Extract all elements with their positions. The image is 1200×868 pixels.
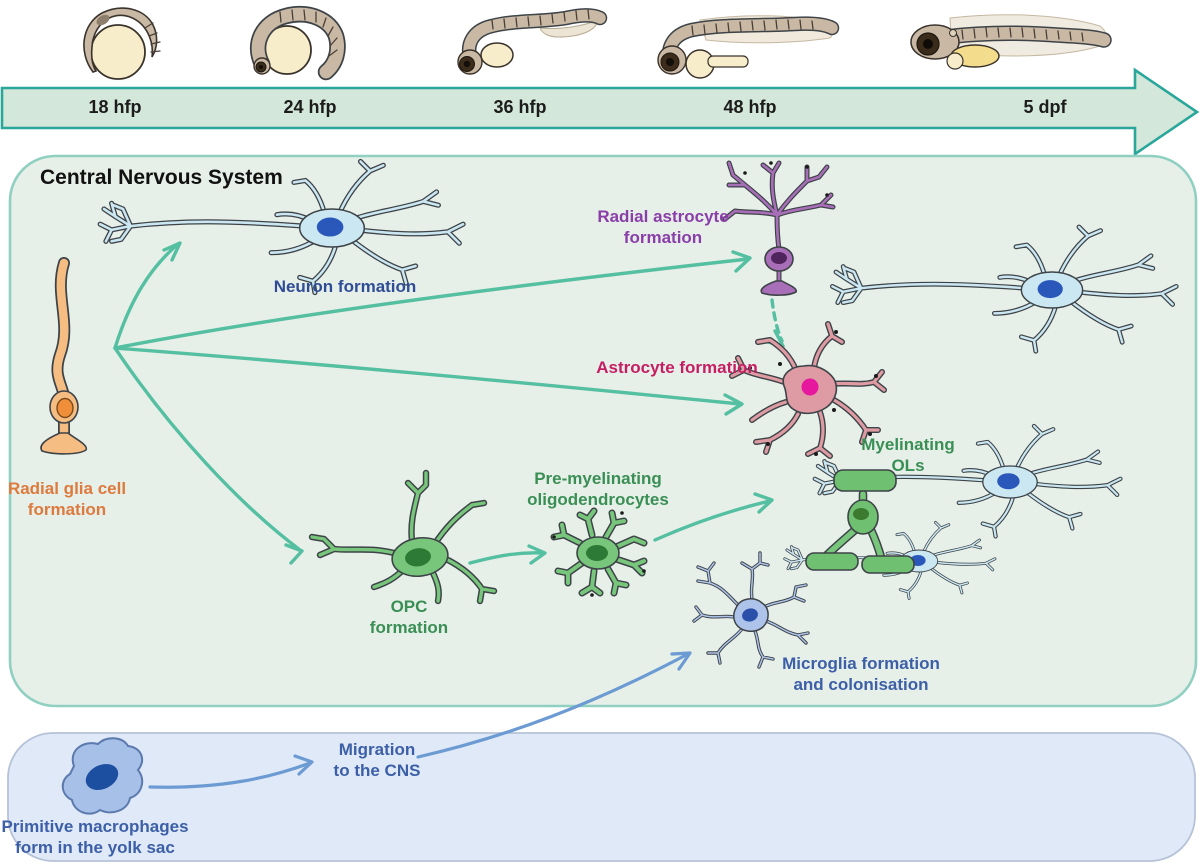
myelinating-oligodendrocyte-illustration — [805, 469, 915, 574]
arrow-migration-to-cns — [416, 653, 688, 759]
migration-label: Migration to the CNS — [333, 740, 421, 781]
radial-glia-cell-illustration — [40, 263, 88, 455]
larva-5dpf-illustration — [910, 14, 1112, 70]
opc-illustration — [312, 473, 494, 601]
arrow-to-astrocyte — [113, 346, 742, 406]
timeline-arrow-banner — [0, 67, 1200, 157]
radial-glia-formation-label: Radial glia cell formation — [7, 479, 127, 520]
arrow-to-opc — [113, 346, 302, 552]
timeline-stage-36hfp: 36 hfp — [493, 97, 547, 117]
microglia-illustration — [692, 551, 810, 669]
timeline-stage-5dpf: 5 dpf — [1023, 97, 1067, 117]
macrophage-illustration — [61, 737, 144, 815]
neuron-formation-label: Neuron formation — [273, 277, 417, 296]
arrow-macrophage-to-migration — [148, 761, 312, 789]
timeline-stage-24hfp: 24 hfp — [283, 97, 337, 117]
cns-box-title: Central Nervous System — [40, 166, 283, 189]
embryo-48hfp-illustration — [657, 15, 840, 79]
microglia-formation-label: Microglia formation and colonisation — [782, 654, 940, 695]
timeline-stage-48hfp: 48 hfp — [723, 97, 777, 117]
astrocyte-formation-label: Astrocyte formation — [596, 358, 758, 377]
timeline-stage-18hfp: 18 hfp — [88, 97, 142, 117]
arrow-to-neuron — [113, 242, 180, 350]
opc-formation-label: OPC formation — [369, 597, 449, 638]
arrow-to-radial-astrocyte — [113, 257, 750, 350]
pre-myelinating-label: Pre-myelinating oligodendrocytes — [527, 469, 669, 510]
pre-myelinating-oligodendrocyte-illustration — [552, 511, 646, 597]
arrow-opc-to-preol — [468, 551, 545, 565]
embryo-18hfp-illustration — [83, 7, 161, 80]
arrow-radial-astrocyte-to-astrocyte — [770, 298, 784, 343]
radial-astrocyte-formation-label: Radial astrocyte formation — [597, 207, 729, 248]
embryo-24hfp-illustration — [249, 6, 346, 81]
myelinating-ols-label: Myelinating OLs — [861, 435, 955, 476]
radial-astrocyte-illustration — [725, 161, 833, 296]
lineage-arrows — [113, 241, 785, 789]
embryo-36hfp-illustration — [457, 8, 608, 75]
primitive-macrophages-label: Primitive macrophages form in the yolk s… — [1, 817, 189, 858]
arrow-preol-to-myelinating — [653, 499, 772, 542]
astrocyte-illustration — [732, 324, 884, 456]
